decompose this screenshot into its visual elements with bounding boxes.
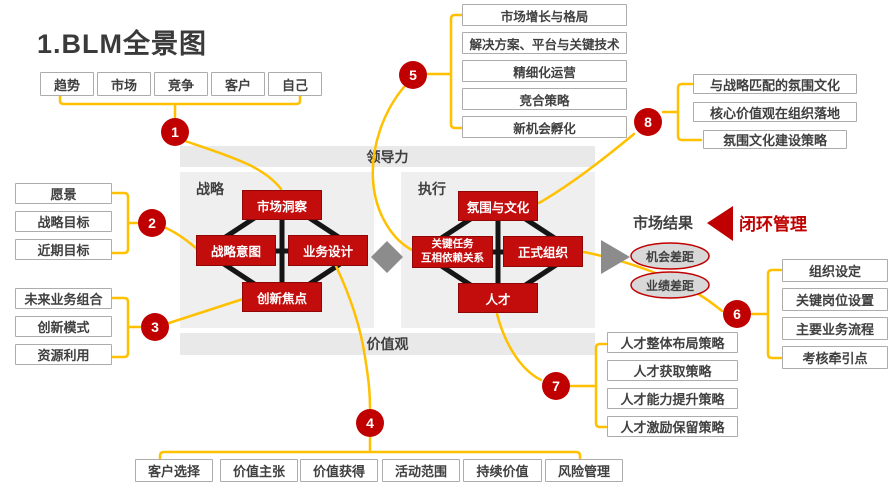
leadership-band: 领导力 [180, 146, 595, 167]
connector-1-bracket [58, 94, 302, 119]
connector-4-curve [334, 264, 372, 410]
note-main-processes: 主要业务流程 [782, 317, 888, 340]
note-talent-capability: 人才能力提升策略 [607, 388, 738, 409]
note-value-proposition: 价值主张 [220, 459, 298, 482]
connector-2-bracket [110, 191, 139, 255]
connector-2-curve [164, 226, 199, 251]
note-new-opportunity-incubation: 新机会孵化 [462, 116, 627, 138]
marker-6: 6 [723, 300, 751, 328]
note-resource-utilization: 资源利用 [15, 344, 112, 365]
connector-3-bracket [110, 296, 142, 359]
note-trends: 趋势 [40, 72, 94, 96]
opportunity-gap-ellipse [630, 242, 710, 270]
key-tasks-line2: 互相依赖关系 [421, 252, 484, 264]
note-market-growth-pattern: 市场增长与格局 [462, 4, 627, 26]
note-refined-operations: 精细化运营 [462, 60, 627, 82]
connector-6-bracket [750, 268, 783, 360]
marker-5: 5 [399, 61, 427, 89]
strategy-label: 战略 [196, 181, 224, 197]
performance-gap-ellipse [630, 271, 710, 299]
marker-4: 4 [356, 409, 384, 437]
note-sustained-value: 持续价值 [463, 459, 542, 482]
execution-label: 执行 [418, 181, 446, 197]
note-market: 市场 [97, 72, 151, 96]
marker-1: 1 [161, 118, 189, 146]
note-talent-acquisition: 人才获取策略 [607, 360, 738, 381]
note-strategic-goals: 战略目标 [15, 211, 112, 232]
note-talent-layout: 人才整体布局策略 [607, 332, 738, 353]
note-solutions-platform-tech: 解决方案、平台与关键技术 [462, 32, 627, 54]
closed-loop-arrow [707, 206, 733, 241]
note-coopetition-strategy: 竞合策略 [462, 88, 627, 110]
diamond-connector [371, 241, 403, 273]
connector-8-curve [537, 132, 636, 205]
node-market-insight: 市场洞察 [242, 190, 322, 220]
marker-7: 7 [542, 372, 570, 400]
note-near-term-goals: 近期目标 [15, 239, 112, 260]
note-culture-building-strategy: 氛围文化建设策略 [703, 130, 847, 149]
note-future-business-mix: 未来业务组合 [15, 288, 112, 309]
node-talent: 人才 [458, 283, 538, 313]
connector-5-bracket [426, 13, 464, 130]
connector-4-bracket [158, 436, 582, 461]
note-activity-scope: 活动范围 [382, 459, 460, 482]
marker-2: 2 [138, 209, 166, 237]
note-innovation-model: 创新模式 [15, 316, 112, 337]
note-competition: 竞争 [154, 72, 208, 96]
output-arrow [601, 240, 630, 274]
connector-8-bracket [661, 82, 703, 142]
note-org-setup: 组织设定 [782, 259, 888, 282]
note-core-values-landing: 核心价值观在组织落地 [693, 102, 857, 122]
node-formal-org: 正式组织 [503, 236, 583, 267]
connector-7-curve [495, 312, 543, 382]
node-climate-culture: 氛围与文化 [458, 191, 538, 221]
note-assessment-anchors: 考核牵引点 [782, 346, 888, 369]
page-title: 1.BLM全景图 [37, 29, 207, 59]
node-business-design: 业务设计 [288, 235, 368, 266]
execution-links [438, 215, 558, 289]
note-strategy-matched-culture: 与战略匹配的氛围文化 [693, 74, 857, 94]
connector-5-curve [371, 85, 414, 252]
note-vision: 愿景 [15, 183, 112, 204]
closed-loop-label: 闭环管理 [739, 215, 807, 234]
note-customer: 客户 [211, 72, 265, 96]
node-key-tasks: 关键任务 互相依赖关系 [412, 236, 493, 268]
marker-8: 8 [634, 108, 662, 136]
node-innovation-focus: 创新焦点 [242, 282, 322, 312]
connector-1-curve [183, 139, 283, 191]
note-self: 自己 [268, 72, 322, 96]
key-tasks-line1: 关键任务 [431, 238, 474, 251]
values-band: 价值观 [180, 333, 595, 355]
node-strategic-intent: 战略意图 [196, 235, 276, 266]
marker-3: 3 [141, 313, 169, 341]
connector-3-curve [167, 297, 245, 325]
strategy-links [222, 214, 342, 288]
note-risk-management: 风险管理 [545, 459, 623, 482]
note-key-positions: 关键岗位设置 [782, 288, 888, 311]
market-results-label: 市场结果 [633, 215, 694, 232]
connector-7-bracket [569, 342, 608, 429]
opportunity-gap-label: 机会差距 [645, 250, 694, 264]
performance-gap-label: 业绩差距 [645, 279, 694, 293]
note-talent-retention: 人才激励保留策略 [607, 416, 738, 437]
note-customer-selection: 客户选择 [135, 459, 213, 482]
note-value-capture: 价值获得 [300, 459, 378, 482]
